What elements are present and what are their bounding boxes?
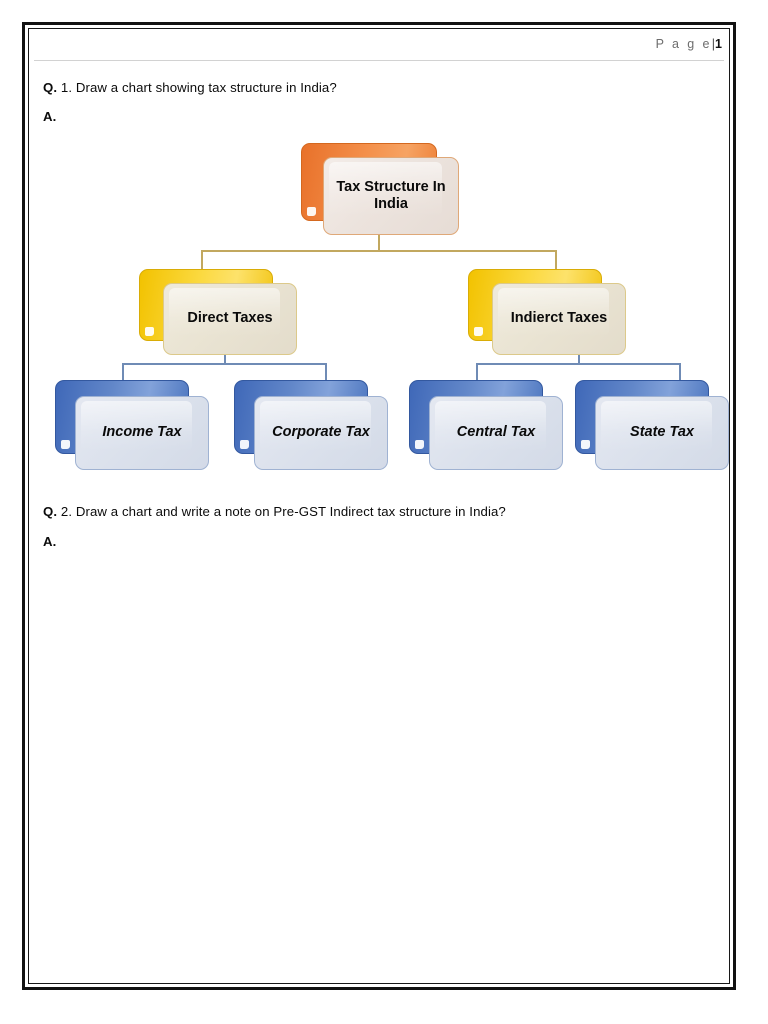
page-content: P a g e|1 Q. 1. Draw a chart showing tax… <box>34 34 729 978</box>
node-front-card: Corporate Tax <box>254 396 388 470</box>
page-border-inner <box>28 28 730 984</box>
node-front-card: Tax Structure In India <box>323 157 459 235</box>
node-label: Corporate Tax <box>272 424 370 441</box>
node-front-card: Central Tax <box>429 396 563 470</box>
answer-2-marker: A. <box>43 534 57 549</box>
question-2-marker: Q. <box>43 504 58 519</box>
connector-root-to-direct <box>201 250 203 270</box>
question-1-text: 1. Draw a chart showing tax structure in… <box>57 80 337 95</box>
page-border-outer <box>22 22 736 990</box>
node-label: Direct Taxes <box>187 310 273 327</box>
document-header: P a g e|1 <box>34 34 724 64</box>
connector-root-stem <box>378 222 380 251</box>
question-1: Q. 1. Draw a chart showing tax structure… <box>43 80 337 95</box>
node-front-card: State Tax <box>595 396 729 470</box>
tax-structure-diagram: Tax Structure In India Direct Taxes Indi… <box>34 130 729 486</box>
page-number: 1 <box>715 37 722 51</box>
node-label: Income Tax <box>102 424 182 441</box>
page-number-label: P a g e|1 <box>656 37 722 51</box>
question-2-text: 2. Draw a chart and write a note on Pre-… <box>57 504 506 519</box>
node-label: State Tax <box>630 424 694 441</box>
connector-root-to-indirect <box>555 250 557 270</box>
answer-1-marker: A. <box>43 109 57 124</box>
connector-root-bus <box>201 250 557 252</box>
node-front-card: Direct Taxes <box>163 283 297 355</box>
question-2: Q. 2. Draw a chart and write a note on P… <box>43 504 506 519</box>
connector-indirect-bus <box>476 363 681 365</box>
node-front-card: Income Tax <box>75 396 209 470</box>
connector-direct-to-income <box>122 363 124 381</box>
connector-indirect-to-central <box>476 363 478 381</box>
connector-indirect-to-state <box>679 363 681 381</box>
page-word: P a g e <box>655 37 712 51</box>
page-separator: | <box>711 37 716 51</box>
question-1-marker: Q. <box>43 80 58 95</box>
connector-direct-to-corporate <box>325 363 327 381</box>
node-label: Tax Structure In India <box>336 178 446 212</box>
node-label: Central Tax <box>456 424 536 441</box>
connector-direct-bus <box>122 363 327 365</box>
node-label: Indierct Taxes <box>510 310 608 327</box>
node-front-card: Indierct Taxes <box>492 283 626 355</box>
header-rule <box>34 60 724 61</box>
